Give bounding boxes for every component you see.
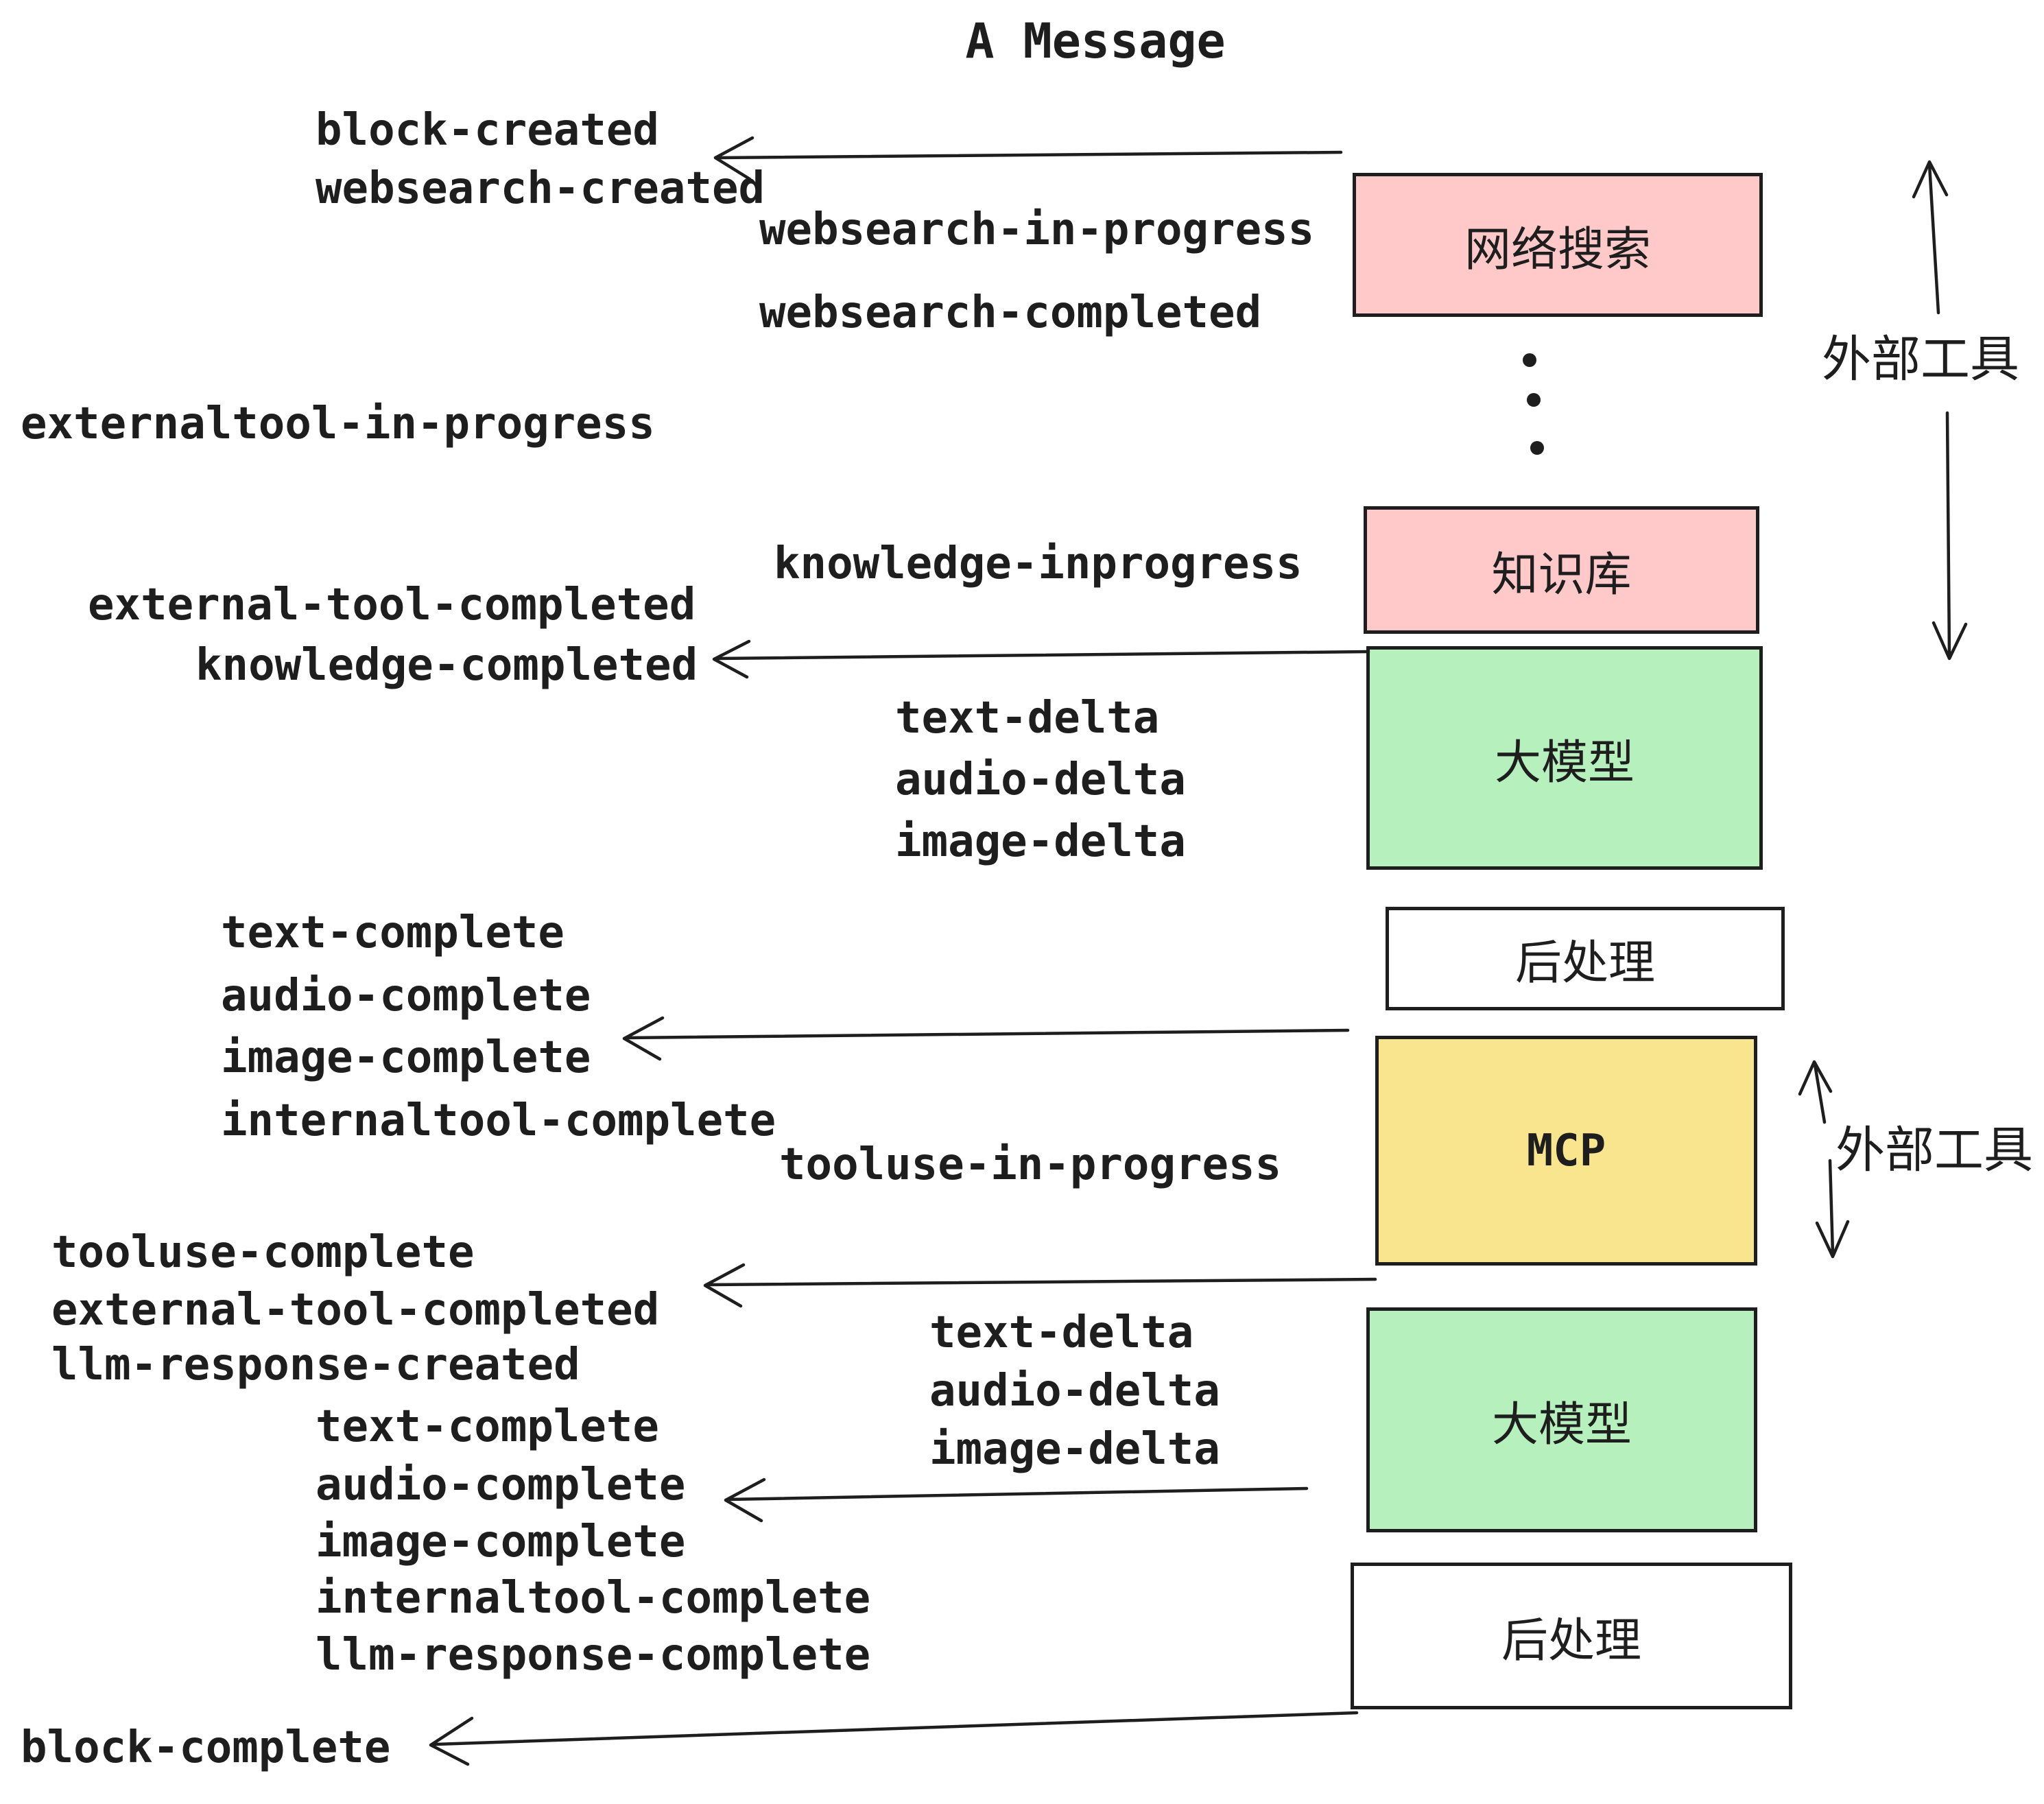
event-external-tool-completed-1: external-tool-completed [88, 580, 696, 630]
box-websearch-label: 网络搜索 [1464, 222, 1651, 277]
event-text-complete-1: text-complete [221, 907, 565, 958]
box-knowledge: 知识库 [1364, 506, 1759, 634]
event-internaltool-complete-2: internaltool-complete [316, 1573, 871, 1624]
event-tooluse-in-progress: tooluse-in-progress [779, 1139, 1282, 1190]
event-block-created: block-created [316, 105, 659, 156]
event-image-complete-2: image-complete [316, 1517, 686, 1567]
event-llm-response-created: llm-response-created [51, 1340, 580, 1390]
event-text-complete-2: text-complete [316, 1401, 659, 1452]
diagram-title: A Message [965, 13, 1226, 69]
event-external-tool-completed-2: external-tool-completed [51, 1285, 660, 1336]
event-block-complete: block-complete [21, 1722, 391, 1773]
box-llm-2-label: 大模型 [1491, 1397, 1632, 1452]
box-postprocess-1-label: 后处理 [1514, 936, 1655, 990]
event-image-complete-1: image-complete [221, 1032, 591, 1083]
box-llm-1-label: 大模型 [1494, 735, 1635, 790]
event-tooluse-complete: tooluse-complete [51, 1227, 475, 1278]
event-websearch-in-progress: websearch-in-progress [759, 204, 1315, 255]
box-postprocess-2-label: 后处理 [1501, 1613, 1641, 1668]
arrow-image-complete-1 [622, 1016, 1350, 1061]
ellipsis-dot-1 [1523, 353, 1536, 367]
arrow-audio-complete-2 [724, 1477, 1309, 1523]
arrow-knowledge-completed [712, 639, 1370, 679]
box-llm-2: 大模型 [1366, 1307, 1757, 1532]
event-audio-complete-2: audio-complete [316, 1460, 686, 1510]
ellipsis-dot-2 [1527, 393, 1541, 407]
external-tools-label-mcp: 外部工具 [1835, 1121, 2034, 1179]
arrow-tooluse-complete [703, 1263, 1377, 1308]
box-mcp: MCP [1375, 1036, 1757, 1266]
external-tools-label-top: 外部工具 [1821, 330, 2020, 388]
external-tools-arrow-down [1932, 411, 1968, 661]
arrow-websearch-created [713, 136, 1343, 181]
mcp-external-tools-arrow-up [1798, 1060, 1833, 1124]
event-websearch-completed: websearch-completed [759, 287, 1262, 338]
box-postprocess-1: 后处理 [1386, 907, 1785, 1010]
event-externaltool-in-progress: externaltool-in-progress [21, 399, 655, 449]
arrow-block-complete [429, 1711, 1359, 1766]
box-mcp-label: MCP [1526, 1125, 1606, 1176]
ellipsis-dot-3 [1530, 441, 1544, 455]
external-tools-arrow-up [1912, 160, 1949, 315]
box-websearch: 网络搜索 [1353, 173, 1763, 317]
box-knowledge-label: 知识库 [1491, 547, 1632, 602]
event-websearch-created: websearch-created [316, 163, 765, 214]
event-text-delta-1: text-delta [895, 693, 1160, 744]
event-audio-delta-1: audio-delta [895, 755, 1186, 805]
event-knowledge-completed: knowledge-completed [195, 640, 698, 691]
event-image-delta-1: image-delta [895, 816, 1186, 867]
box-postprocess-2: 后处理 [1351, 1563, 1792, 1709]
event-internaltool-complete-1: internaltool-complete [221, 1095, 776, 1146]
event-image-delta-2: image-delta [929, 1424, 1220, 1475]
event-audio-delta-2: audio-delta [929, 1366, 1220, 1416]
event-text-delta-2: text-delta [929, 1307, 1194, 1358]
box-llm-1: 大模型 [1366, 646, 1763, 870]
event-llm-response-complete: llm-response-complete [316, 1630, 871, 1681]
event-knowledge-inprogress: knowledge-inprogress [774, 538, 1303, 589]
event-audio-complete-1: audio-complete [221, 971, 591, 1021]
